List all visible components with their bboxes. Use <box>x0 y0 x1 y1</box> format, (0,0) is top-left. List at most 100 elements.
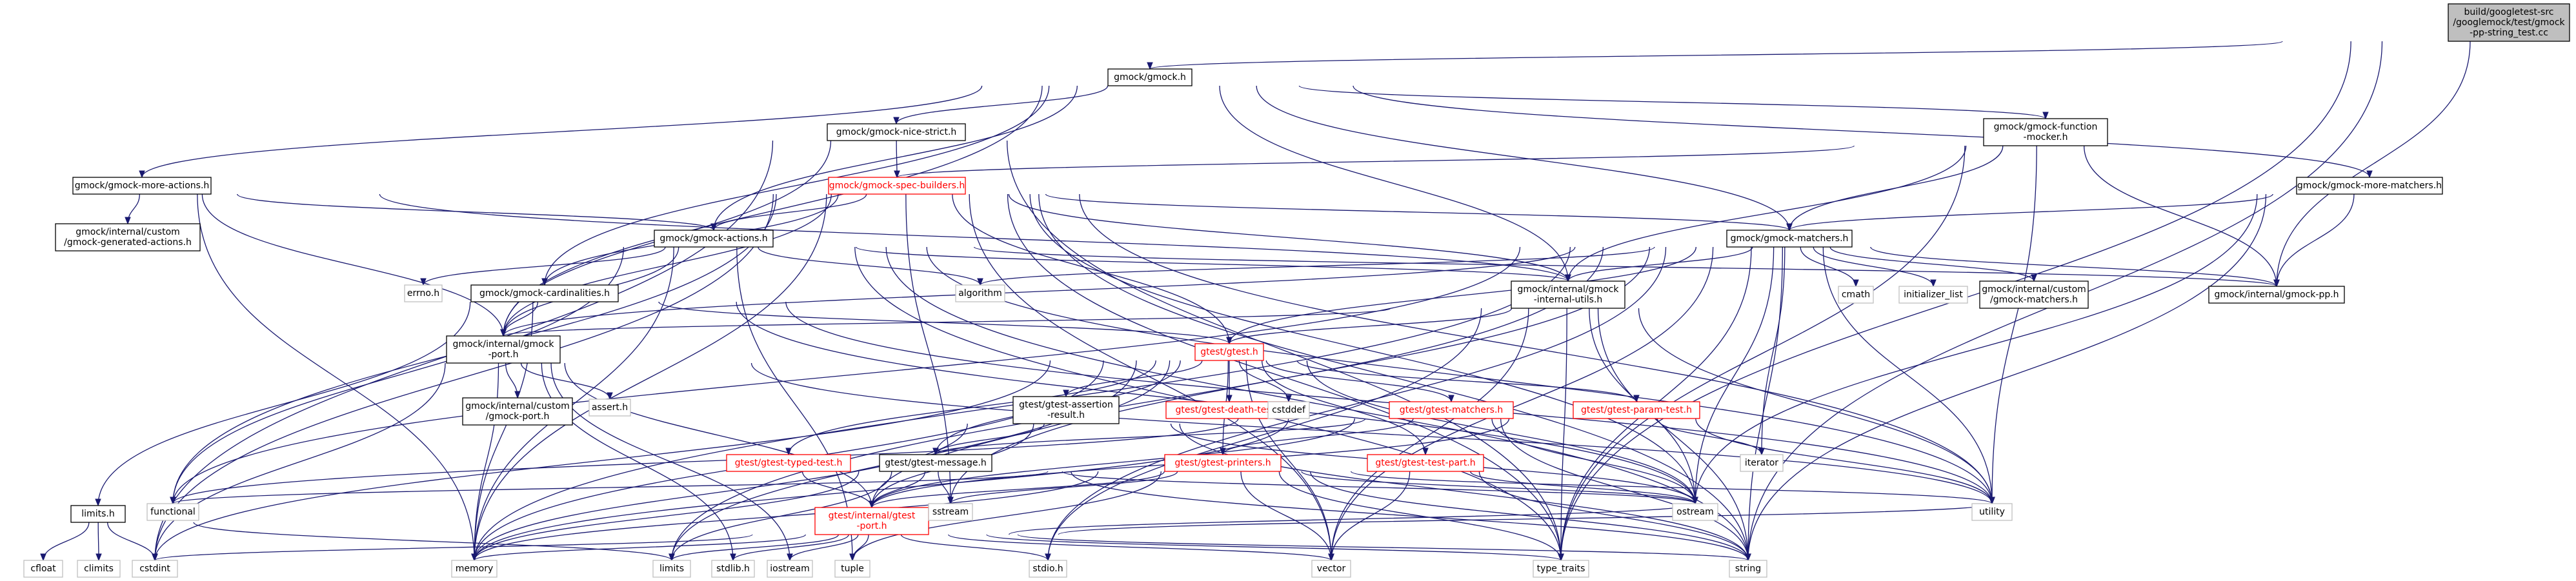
node-utility-box <box>1971 503 2013 521</box>
edge-printers-to-functional <box>173 471 1049 504</box>
node-specbuilders-box <box>828 177 966 195</box>
edge-funcmocker-to-specbuilders <box>897 145 1855 178</box>
edge-specbuilders-to-vector <box>969 193 1331 560</box>
node-errno-label-line-0: errno.h <box>407 288 439 299</box>
node-custommatchers[interactable]: gmock/internal/custom/gmock-matchers.h <box>1979 281 2089 309</box>
node-paramtest-box <box>1573 401 1700 419</box>
edge-gtest-to-ostream <box>1306 360 1695 504</box>
edge-limitsh-to-cfloat <box>43 522 90 561</box>
edge-gtestport-to-iostream <box>790 534 859 561</box>
node-internalutils-label-line-0: gmock/internal/gmock <box>1518 284 1620 295</box>
edge-gtestmatchers-to-functional <box>173 418 1239 504</box>
edge-specbuilders-to-memory <box>474 193 827 560</box>
node-limitsh-box <box>70 505 126 523</box>
edge-gtestport-to-utility <box>1058 503 1992 535</box>
node-gtest[interactable]: gtest/gtest.h <box>1194 343 1264 361</box>
node-deathtest-label-line-0: gtest/gtest-death-test.h <box>1175 405 1283 415</box>
edge-moreactions-to-customgenactions <box>128 193 140 224</box>
node-gtest-box <box>1194 343 1264 361</box>
edge-limitsh-to-limits <box>193 522 672 561</box>
node-cfloat: cfloat <box>23 560 63 578</box>
node-printers-box <box>1164 454 1282 472</box>
node-root[interactable]: build/googletest-src/googlemock/test/gmo… <box>2448 3 2570 42</box>
node-gtestport[interactable]: gtest/internal/gtest-port.h <box>814 507 929 535</box>
edge-matchers-to-vector <box>1331 246 1714 560</box>
node-customgenactions[interactable]: gmock/internal/custom/gmock-generated-ac… <box>55 223 201 251</box>
node-customport-label-line-0: gmock/internal/custom <box>465 401 570 411</box>
edge-matchers-to-internalutils <box>1568 246 1753 282</box>
edge-printers-to-tuple <box>852 471 1162 560</box>
edge-gmock-to-cardinalities <box>545 85 1050 285</box>
edge-gtestmatchers-to-string <box>1500 418 1748 560</box>
node-matchers[interactable]: gmock/gmock-matchers.h <box>1726 230 1853 248</box>
node-cstdint-box <box>132 560 178 578</box>
node-functional-label-line-0: functional <box>150 507 196 517</box>
node-cardinalities[interactable]: gmock/gmock-cardinalities.h <box>470 284 619 302</box>
node-testpart-label-line-0: gtest/gtest-test-part.h <box>1375 458 1475 468</box>
node-cstdint: cstdint <box>132 560 178 578</box>
edge-specbuilders-to-cstdint <box>155 193 774 560</box>
node-morematchers[interactable]: gmock/gmock-more-matchers.h <box>2296 177 2443 195</box>
node-nice-box <box>827 123 966 141</box>
node-string-label-line-0: string <box>1735 564 1761 574</box>
edge-specbuilders-to-typetraits <box>1007 193 1562 560</box>
edge-gmock-to-matchers <box>1256 85 1789 230</box>
node-moreactions[interactable]: gmock/gmock-more-actions.h <box>72 177 212 195</box>
node-internalutils[interactable]: gmock/internal/gmock-internal-utils.h <box>1511 281 1625 309</box>
node-paramtest[interactable]: gtest/gtest-param-test.h <box>1573 401 1700 419</box>
node-cstddef-label-line-0: cstddef <box>1272 405 1306 415</box>
node-root-label-line-2: -pp-string_test.cc <box>2470 28 2548 38</box>
node-asserth-label-line-0: assert.h <box>592 402 628 413</box>
node-gtestmatchers[interactable]: gtest/gtest-matchers.h <box>1389 401 1514 419</box>
node-printers[interactable]: gtest/gtest-printers.h <box>1164 454 1282 472</box>
edge-specbuilders-to-ostream <box>1029 193 1695 504</box>
edge-gmock-to-nice <box>896 85 1109 124</box>
edge-limitsh-to-cstdint <box>107 522 155 561</box>
node-funcmocker[interactable]: gmock/gmock-function-mocker.h <box>1983 118 2108 146</box>
edge-moreactions-to-actions <box>237 193 714 231</box>
node-limitsh[interactable]: limits.h <box>70 505 126 523</box>
edge-morematchers-to-ostream <box>1695 193 2258 504</box>
node-funcmocker-label-line-0: gmock/gmock-function <box>1994 122 2098 132</box>
node-message[interactable]: gtest/gtest-message.h <box>879 454 992 472</box>
node-actions[interactable]: gmock/gmock-actions.h <box>654 230 774 248</box>
node-nice[interactable]: gmock/gmock-nice-strict.h <box>827 123 966 141</box>
edge-gtestmatchers-to-printers <box>1223 418 1414 455</box>
edge-gmock-to-funcmocker <box>1298 85 2046 119</box>
edge-cardinalities-to-gtest <box>658 301 1229 344</box>
node-custommatchers-box <box>1979 281 2089 309</box>
node-customport[interactable]: gmock/internal/custom/gmock-port.h <box>462 397 573 426</box>
node-gtest-label-line-0: gtest/gtest.h <box>1200 347 1258 357</box>
node-limitsh-label-line-0: limits.h <box>81 509 114 519</box>
edge-nice-to-typetraits <box>1007 140 1561 560</box>
node-ostream-label-line-0: ostream <box>1676 507 1714 517</box>
node-vector: vector <box>1311 560 1351 578</box>
edge-printers-to-ostream <box>1301 471 1695 504</box>
node-testpart-box <box>1367 454 1484 472</box>
node-testpart[interactable]: gtest/gtest-test-part.h <box>1367 454 1484 472</box>
node-cstddef-box <box>1267 401 1310 419</box>
node-morematchers-label-line-0: gmock/gmock-more-matchers.h <box>2297 181 2442 191</box>
node-iterator-box <box>1740 454 1784 472</box>
node-cmath-label-line-0: cmath <box>1842 290 1870 300</box>
edge-gmockport-to-cstdint <box>155 362 446 560</box>
node-assertion[interactable]: gtest/gtest-assertion-result.h <box>1012 396 1120 424</box>
node-typedtest[interactable]: gtest/gtest-typed-test.h <box>726 454 851 472</box>
node-gmockport[interactable]: gmock/internal/gmock-port.h <box>446 335 561 364</box>
edge-specbuilders-to-actions <box>714 193 867 231</box>
node-customgenactions-label-line-0: gmock/internal/custom <box>75 227 180 237</box>
node-sstream-box <box>928 503 973 521</box>
edge-internalutils-to-string <box>1597 308 1749 560</box>
node-paramtest-label-line-0: gtest/gtest-param-test.h <box>1581 405 1692 415</box>
node-gmockpp[interactable]: gmock/internal/gmock-pp.h <box>2208 286 2345 304</box>
node-root-box <box>2448 3 2570 42</box>
node-specbuilders[interactable]: gmock/gmock-spec-builders.h <box>828 177 966 195</box>
edge-matchers-to-gtest <box>1229 246 1696 344</box>
node-ostream: ostream <box>1672 503 1718 521</box>
edge-gtestport-to-limits <box>672 534 839 561</box>
edge-actions-to-gmockpp <box>974 246 2277 287</box>
edge-gmock-to-morematchers <box>1353 85 2370 177</box>
node-iostream-label-line-0: iostream <box>770 564 810 574</box>
node-gmock[interactable]: gmock/gmock.h <box>1107 68 1192 86</box>
edge-moreactions-to-gmockport <box>201 193 503 336</box>
